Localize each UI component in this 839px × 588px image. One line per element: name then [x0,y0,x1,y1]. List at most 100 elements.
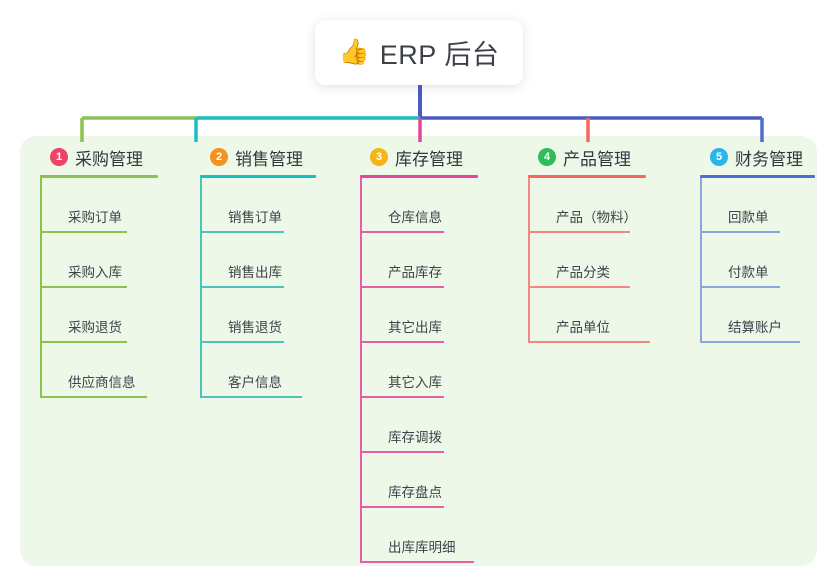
leaf-item-rule [42,396,147,398]
branch-column-3: 3 库存管理仓库信息产品库存其它出库其它入库库存调拨库存盘点出库库明细 [360,144,478,563]
thumbs-up-emoji: 👍 [338,38,370,66]
leaf-item-rule [530,231,630,233]
leaf-item-rule [702,231,780,233]
leaf-item-label: 销售订单 [228,210,282,225]
leaf-item-label: 出库库明细 [388,540,456,555]
branch-spine [528,178,530,343]
leaf-item-label: 库存调拨 [388,430,442,445]
branch-spine [200,178,202,398]
leaf-item-label: 付款单 [728,265,769,280]
leaf-item-label: 产品库存 [388,265,442,280]
leaf-item[interactable]: 供应商信息 [42,343,158,398]
leaf-item-label: 客户信息 [228,375,282,390]
leaf-item-rule [42,341,127,343]
leaf-item-label: 产品（物料） [556,210,637,225]
leaf-item[interactable]: 库存调拨 [362,398,478,453]
root-node[interactable]: 👍 ERP 后台 [315,20,523,85]
leaf-item[interactable]: 产品单位 [530,288,650,343]
branch-header-4[interactable]: 4 产品管理 [528,144,646,170]
branch-header-label: 产品管理 [563,149,631,169]
leaf-item-rule [202,396,302,398]
branch-spine [360,178,362,563]
diagram-panel [20,136,817,566]
branch-header-label: 销售管理 [235,149,303,169]
leaf-item[interactable]: 产品（物料） [530,178,646,233]
leaf-item-rule [362,561,474,563]
leaf-item-label: 产品分类 [556,265,610,280]
leaf-item-label: 其它出库 [388,320,442,335]
leaf-item-rule [362,396,444,398]
branch-header-5[interactable]: 5 财务管理 [700,144,815,170]
leaf-item[interactable]: 其它入库 [362,343,478,398]
leaf-item-label: 供应商信息 [68,375,136,390]
leaf-item-label: 销售出库 [228,265,282,280]
branch-header-label: 财务管理 [735,149,803,169]
leaf-item[interactable]: 出库库明细 [362,508,478,563]
leaf-item[interactable]: 客户信息 [202,343,316,398]
branch-number-badge: 2 [210,148,228,166]
leaf-item[interactable]: 销售退货 [202,288,316,343]
leaf-item-label: 销售退货 [228,320,282,335]
leaf-item[interactable]: 付款单 [702,233,815,288]
branch-header-label: 库存管理 [395,149,463,169]
leaf-item-rule [702,286,780,288]
leaf-item-rule [362,231,444,233]
branch-header-rule [360,175,478,178]
branch-column-2: 2 销售管理销售订单销售出库销售退货客户信息 [200,144,316,398]
leaf-item[interactable]: 结算账户 [702,288,815,343]
leaf-item-rule [42,231,127,233]
leaf-item-rule [530,286,630,288]
leaf-item[interactable]: 其它出库 [362,288,478,343]
branch-number-badge: 3 [370,148,388,166]
leaf-item[interactable]: 产品分类 [530,233,646,288]
leaf-item-rule [42,286,127,288]
branch-header-rule [40,175,158,178]
branch-header-rule [528,175,646,178]
leaf-item-label: 结算账户 [728,320,782,335]
leaf-item[interactable]: 采购退货 [42,288,158,343]
branch-header-label: 采购管理 [75,149,143,169]
leaf-item-label: 产品单位 [556,320,610,335]
leaf-item-rule [362,286,444,288]
leaf-item-rule [202,286,284,288]
leaf-item-label: 回款单 [728,210,769,225]
branch-leaf-list: 回款单付款单结算账户 [700,178,815,343]
branch-number-badge: 4 [538,148,556,166]
branch-column-4: 4 产品管理产品（物料） 产品分类产品单位 [528,144,650,343]
leaf-item[interactable]: 采购订单 [42,178,158,233]
branch-leaf-list: 采购订单采购入库采购退货供应商信息 [40,178,158,398]
leaf-item[interactable]: 销售订单 [202,178,316,233]
leaf-item[interactable]: 库存盘点 [362,453,478,508]
branch-header-2[interactable]: 2 销售管理 [200,144,316,170]
branch-column-5: 5 财务管理回款单付款单结算账户 [700,144,815,343]
leaf-item[interactable]: 仓库信息 [362,178,478,233]
branch-number-badge: 5 [710,148,728,166]
leaf-item-label: 其它入库 [388,375,442,390]
branch-header-rule [700,175,815,178]
leaf-item-rule [530,341,650,343]
leaf-item-rule [362,451,444,453]
leaf-item-rule [362,506,444,508]
branch-header-rule [200,175,316,178]
branch-spine [700,178,702,343]
branch-leaf-list: 销售订单销售出库销售退货客户信息 [200,178,316,398]
leaf-item-label: 仓库信息 [388,210,442,225]
leaf-item-label: 库存盘点 [388,485,442,500]
branch-column-1: 1 采购管理采购订单采购入库采购退货供应商信息 [40,144,158,398]
leaf-item-rule [202,231,284,233]
leaf-item-label: 采购退货 [68,320,122,335]
page-title: ERP 后台 [379,40,500,70]
leaf-item[interactable]: 销售出库 [202,233,316,288]
leaf-item[interactable]: 产品库存 [362,233,478,288]
leaf-item[interactable]: 采购入库 [42,233,158,288]
branch-number-badge: 1 [50,148,68,166]
leaf-item-rule [702,341,800,343]
branch-header-1[interactable]: 1 采购管理 [40,144,158,170]
branch-header-3[interactable]: 3 库存管理 [360,144,478,170]
branch-leaf-list: 产品（物料） 产品分类产品单位 [528,178,650,343]
leaf-item-label: 采购入库 [68,265,122,280]
leaf-item-rule [202,341,284,343]
leaf-item[interactable]: 回款单 [702,178,815,233]
